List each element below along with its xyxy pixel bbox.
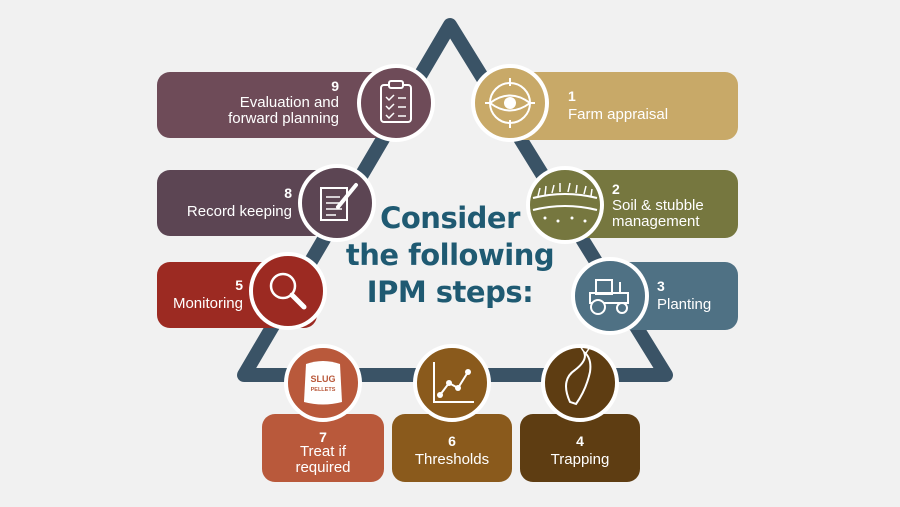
card-bg-6	[392, 414, 512, 482]
step-8-number: 8	[284, 185, 292, 201]
step-4-card: 4 Trapping	[520, 414, 640, 482]
card-bg-7	[262, 414, 384, 482]
checklist-clipboard-icon	[357, 64, 435, 142]
step-5-number: 5	[235, 277, 243, 293]
title-line-1: Consider	[380, 201, 520, 235]
step-6-number: 6	[448, 433, 456, 449]
step-9-label-line-2: forward planning	[228, 110, 339, 127]
step-7-label-line-2: required	[295, 459, 351, 476]
line-graph-icon	[413, 344, 491, 422]
card-bg-2	[568, 170, 738, 238]
step-3-label: Planting	[657, 296, 712, 313]
step-3-card: 3 Planting	[600, 262, 738, 330]
step-4-number: 4	[576, 433, 584, 449]
soil-layers-icon	[526, 166, 604, 244]
step-2-label-line-1: Soil & stubble	[612, 197, 704, 214]
step-2-card: 2 Soil & stubble management	[568, 170, 738, 238]
slug-pellets-bag-icon: SLUG PELLETS	[284, 344, 362, 422]
step-1-card: 1 Farm appraisal	[510, 72, 738, 140]
card-bg-8	[157, 170, 347, 236]
card-bg-4	[520, 414, 640, 482]
step-1-number: 1	[568, 88, 576, 104]
pellets-bag-text-2: PELLETS	[311, 387, 336, 393]
step-9-label-line-1: Evaluation and	[239, 94, 339, 111]
step-6-label: Thresholds	[414, 451, 490, 468]
step-8-card: 8 Record keeping	[157, 170, 347, 236]
step-9-card: 9 Evaluation and forward planning	[157, 72, 407, 138]
step-1-label: Farm appraisal	[568, 106, 669, 123]
tractor-icon	[571, 257, 649, 335]
step-5-card: 5 Monitoring	[157, 262, 317, 328]
step-6-card: 6 Thresholds	[392, 414, 512, 482]
step-7-label-line-1: Treat if	[299, 443, 347, 460]
diagram-title: Consider the following IPM steps:	[330, 200, 570, 311]
step-3-number: 3	[657, 278, 665, 294]
slug-icon	[541, 344, 619, 422]
step-7-card: 7 Treat if required	[262, 414, 384, 482]
step-9-number: 9	[331, 78, 339, 94]
step-2-number: 2	[612, 181, 620, 197]
card-bg-1	[510, 72, 738, 140]
magnifier-icon	[249, 252, 327, 330]
document-pen-icon	[298, 164, 376, 242]
step-4-label: Trapping	[550, 451, 610, 468]
step-7-number: 7	[319, 429, 327, 445]
step-5-label: Monitoring	[172, 295, 243, 312]
eye-target-icon	[471, 64, 549, 142]
pellets-bag-text-1: SLUG	[310, 374, 335, 384]
card-bg-9	[157, 72, 407, 138]
title-line-2: the following	[345, 238, 555, 272]
step-2-label-line-2: management	[612, 213, 700, 230]
title-line-3: IPM steps:	[366, 275, 534, 309]
step-8-label: Record keeping	[186, 203, 292, 220]
